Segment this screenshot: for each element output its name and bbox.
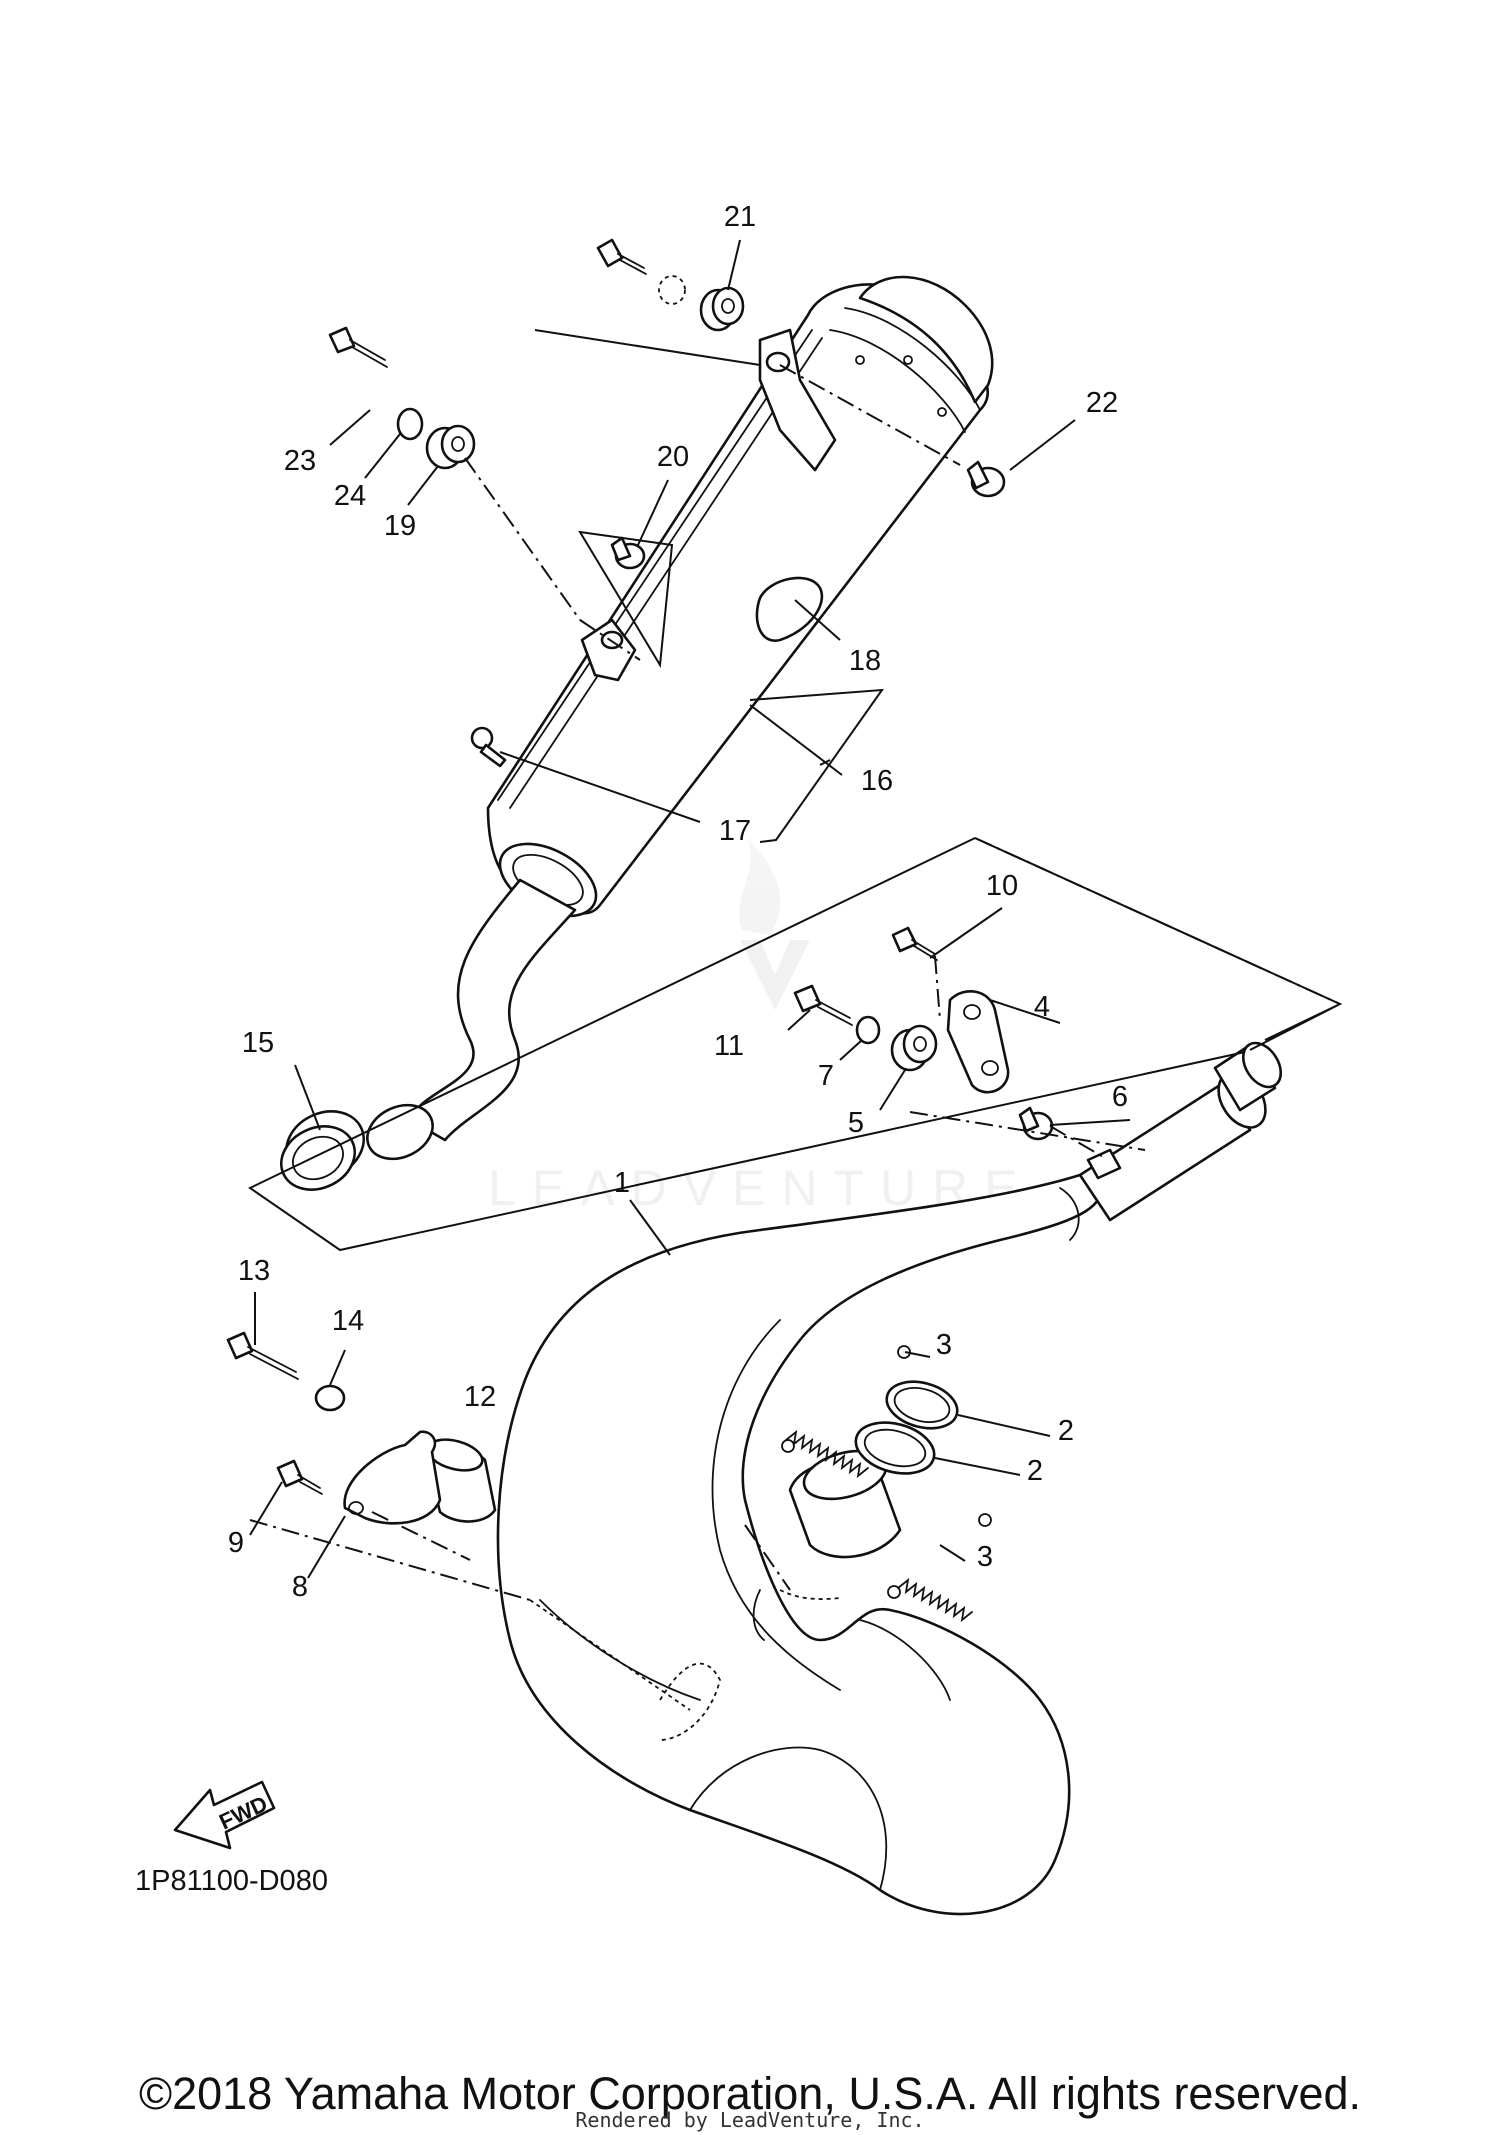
muffler-inlet-pipe: [366, 878, 577, 1161]
bolt-9: [276, 1459, 323, 1495]
callout-3-upper: 3: [936, 1329, 952, 1361]
collar-22: [966, 460, 1006, 498]
copyright-notice: ©2018 Yamaha Motor Corporation, U.S.A. A…: [138, 2068, 1362, 2119]
bolt-11: [793, 984, 853, 1026]
washer-24: [396, 407, 424, 441]
callout-13: 13: [238, 1255, 270, 1287]
callout-17: 17: [719, 815, 751, 847]
rendered-by-credit: Rendered by LeadVenture, Inc.: [575, 2108, 925, 2132]
bracket-4: [946, 990, 1010, 1094]
callout-18: 18: [849, 645, 881, 677]
damper-19: [425, 424, 476, 470]
assembly-outline-dash: [974, 837, 1341, 1005]
damper-21: [699, 286, 745, 332]
washer-top: [658, 275, 686, 305]
callout-9: 9: [228, 1527, 244, 1559]
callout-12: 12: [464, 1381, 496, 1413]
damper-5: [890, 1024, 938, 1072]
callout-23: 23: [284, 445, 316, 477]
callout-7: 7: [818, 1060, 834, 1092]
reference-triangle: [578, 530, 674, 669]
callout-2-upper: 2: [1058, 1415, 1074, 1447]
callout-16: 16: [861, 765, 893, 797]
diagram-code: 1P81100-D080: [135, 1865, 328, 1897]
washer-7: [855, 1015, 881, 1045]
bolt-10: [891, 926, 938, 961]
exhaust-system-diagram: LEADVENTURE: [135, 201, 1343, 1916]
callout-21: 21: [724, 201, 756, 233]
callout-4: 4: [1034, 991, 1050, 1023]
callout-labels: 21 22 23 24 19 20 18 16 17 10 4 11 6 7 5…: [228, 201, 1128, 1603]
bracket-8: [343, 1430, 442, 1525]
callout-15: 15: [242, 1027, 274, 1059]
callout-3-lower: 3: [977, 1541, 993, 1573]
washer-14: [314, 1384, 346, 1412]
bolt-13: [226, 1331, 299, 1380]
spacer-12: [423, 1438, 497, 1523]
collar-20: [610, 536, 646, 570]
gasket-15: [280, 1110, 365, 1191]
callout-11: 11: [714, 1030, 744, 1062]
callout-10: 10: [986, 870, 1018, 902]
callout-2-lower: 2: [1027, 1455, 1043, 1487]
callout-24: 24: [334, 480, 366, 512]
callout-6: 6: [1112, 1081, 1128, 1113]
callout-20: 20: [657, 441, 689, 473]
callout-14: 14: [332, 1305, 364, 1337]
muffler-assembly: [486, 275, 994, 918]
callout-5: 5: [848, 1107, 864, 1139]
leader-lines: [249, 239, 1131, 1579]
callout-22: 22: [1086, 387, 1118, 419]
callout-1: 1: [614, 1167, 630, 1199]
forward-arrow-icon: FWD: [173, 1780, 276, 1850]
exhaust-chamber-1: [496, 1041, 1283, 1916]
bracket-16: [749, 688, 885, 843]
callout-8: 8: [292, 1571, 308, 1603]
screw-17: [470, 726, 507, 768]
bolt-23: [328, 326, 388, 368]
bolt-top: [596, 238, 647, 275]
spring-3-lower: [887, 1513, 992, 1623]
seal-2-upper: [885, 1380, 959, 1430]
damper-18: [755, 576, 824, 642]
seal-2-lower: [854, 1421, 936, 1475]
phantom-lines: [249, 364, 1146, 1711]
callout-19: 19: [384, 510, 416, 542]
collar-6: [1018, 1106, 1054, 1141]
